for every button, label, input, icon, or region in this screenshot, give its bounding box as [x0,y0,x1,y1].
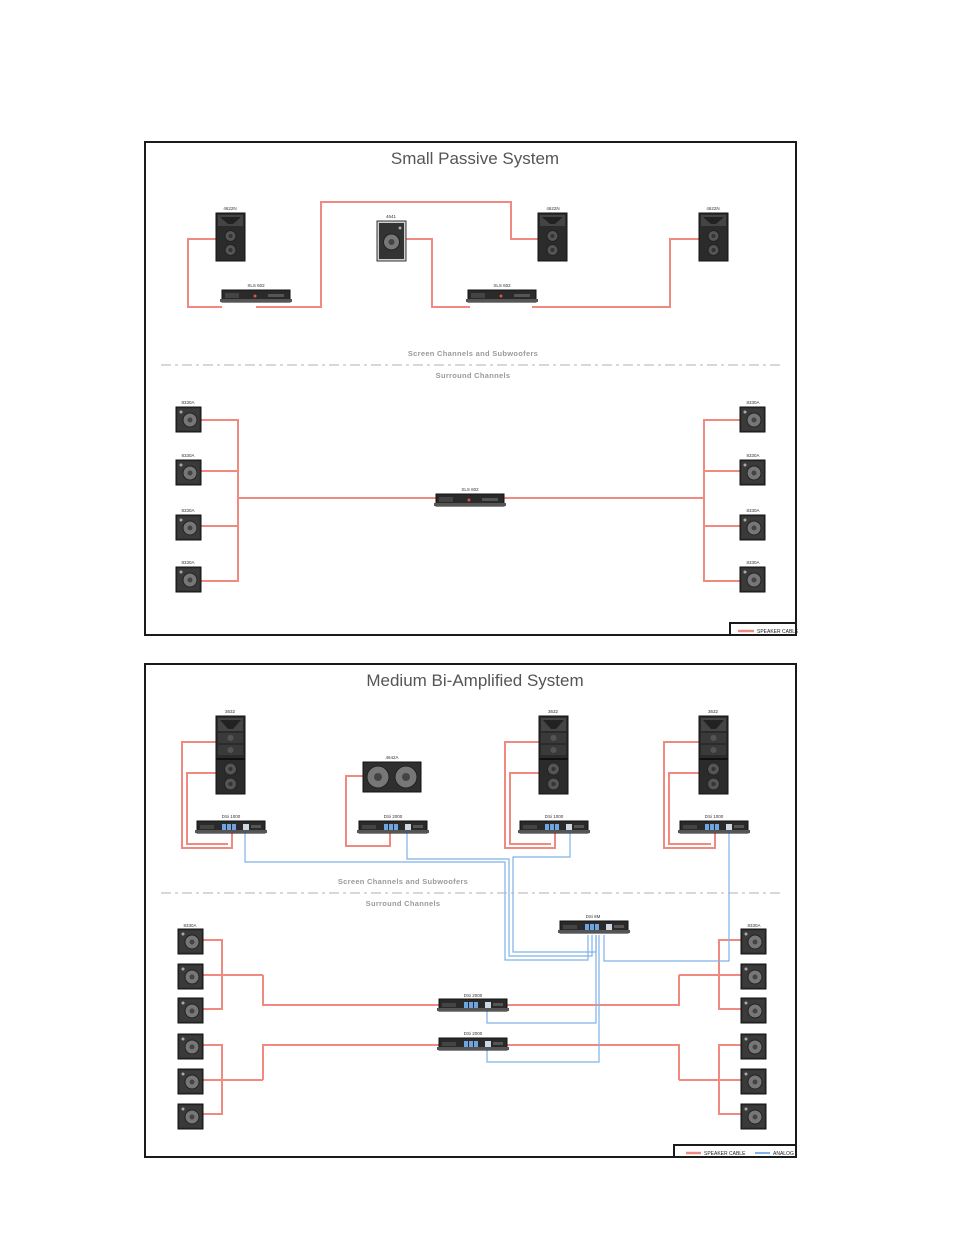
bottom-frame [144,663,797,1158]
speaker-label: 8330A [183,923,196,928]
amp-label: DSi 2000 [384,814,403,819]
bottom-section-lower: Surround Channels [366,899,441,908]
speaker-label: 4641 [386,214,397,219]
legend-analog-label: ANALOG [773,1151,794,1157]
bottom-surround-left: 8330A [177,923,204,1130]
bottom-amp-2: DSi 2000 [356,814,430,834]
top-speaker-4: 4622N [698,206,729,262]
top-amp-surround: XLS 602 [433,487,507,507]
bottom-speaker-2: 4642A [362,755,422,793]
bottom-amp-3: DSi 1000 [517,814,591,834]
amp-label: XLS 602 [247,283,265,288]
top-speaker-1: 4622N [215,206,246,262]
speaker-label: 8330A [747,923,760,928]
top-amp-1: XLS 602 [219,283,293,303]
speaker-label: 8330A [181,560,194,565]
top-speaker-3: 4622N [537,206,568,262]
bottom-legend: SPEAKER CABLE ANALOG [673,1144,796,1157]
speaker-label: 3632 [548,709,559,714]
bottom-amp-1: DSi 1000 [194,814,268,834]
top-speaker-2: 4641 [376,214,407,262]
top-section-lower: Surround Channels [436,371,511,380]
amp-label: DSi 1000 [705,814,724,819]
amp-label: DSi 2000 [464,993,483,998]
top-frame [144,141,797,636]
bottom-processor: DSi 8M [557,914,631,934]
bottom-speaker-3: 3632 [538,709,569,795]
legend-speaker-label: SPEAKER CABLE [704,1151,746,1157]
bottom-speaker-cables [181,741,741,1115]
amp-label: XLS 602 [461,487,479,492]
bottom-surround-right: 8330A [740,923,767,1130]
top-legend: SPEAKER CABLE [729,622,799,635]
bottom-speaker-4: 3632 [698,709,729,795]
amp-label: DSi 2000 [464,1031,483,1036]
top-section-upper: Screen Channels and Subwoofers [408,349,538,358]
amp-label: XLS 602 [493,283,511,288]
top-title: Small Passive System [391,149,559,168]
bottom-title: Medium Bi-Amplified System [366,671,583,690]
top-amp-2: XLS 602 [465,283,539,303]
top-surround-right: 8330A 8330A 8330A 8330A [739,400,766,593]
bottom-amp-4: DSi 1000 [677,814,751,834]
speaker-label: 4622N [706,206,719,211]
top-surround-left: 8330A 8330A 8330A 8330A [175,400,202,593]
speaker-label: 3632 [708,709,719,714]
bottom-amp-surround-2: DSi 2000 [436,1031,510,1051]
speaker-label: 8330A [746,453,759,458]
speaker-label: 8330A [746,400,759,405]
small-passive-system-diagram: Small Passive System 4622N 4641 [144,141,799,636]
speaker-label: 8330A [181,400,194,405]
processor-label: DSi 8M [586,914,601,919]
speaker-label: 8330A [181,453,194,458]
speaker-label: 8330A [181,508,194,513]
bottom-speaker-1: 3632 [215,709,246,795]
amp-label: DSi 1000 [222,814,241,819]
amp-label: DSi 1000 [545,814,564,819]
top-speaker-cables [187,201,740,582]
legend-speaker-label: SPEAKER CABLE [757,629,799,635]
bottom-amp-surround-1: DSi 2000 [436,993,510,1012]
speaker-label: 8330A [746,560,759,565]
speaker-label: 3632 [225,709,236,714]
speaker-label: 4622N [546,206,559,211]
speaker-label: 4622N [223,206,236,211]
speaker-label: 8330A [746,508,759,513]
speaker-label: 4642A [385,755,398,760]
bottom-analog-cables [244,832,730,1063]
bottom-section-upper: Screen Channels and Subwoofers [338,877,468,886]
medium-bi-amplified-system-diagram: Medium Bi-Amplified System [144,663,797,1158]
